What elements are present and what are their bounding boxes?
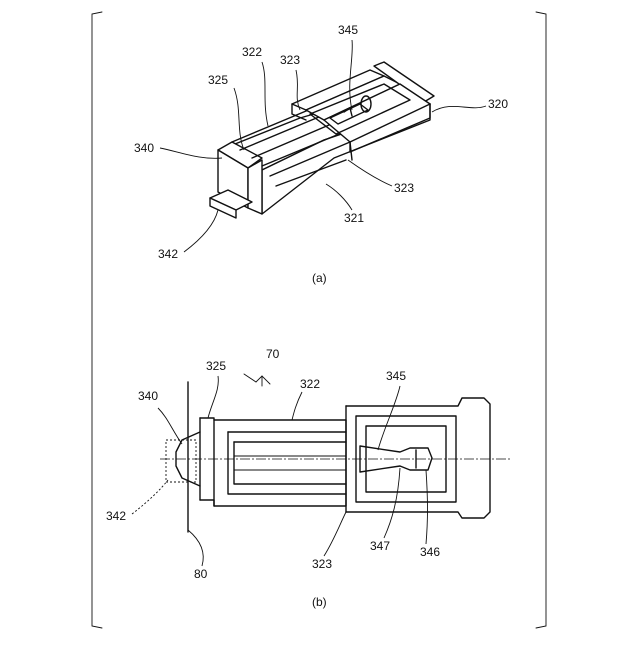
label-323-a-bottom: 323	[394, 181, 414, 195]
label-321-a: 321	[344, 211, 364, 225]
caption-b: (b)	[312, 595, 327, 609]
label-320-a: 320	[488, 97, 508, 111]
label-323-a-top: 323	[280, 53, 300, 67]
label-322-b: 322	[300, 377, 320, 391]
label-325-a: 325	[208, 73, 228, 87]
label-347-b: 347	[370, 539, 390, 553]
label-345-a: 345	[338, 23, 358, 37]
label-323-b: 323	[312, 557, 332, 571]
label-325-b: 325	[206, 359, 226, 373]
caption-a: (a)	[312, 271, 327, 285]
label-342-a: 342	[158, 247, 178, 261]
label-340-a: 340	[134, 141, 154, 155]
label-70-b: 70	[266, 347, 280, 361]
label-346-b: 346	[420, 545, 440, 559]
label-345-b: 345	[386, 369, 406, 383]
label-322-a: 322	[242, 45, 262, 59]
label-342-b: 342	[106, 509, 126, 523]
figure-b-drawing	[160, 374, 510, 532]
label-340-b: 340	[138, 389, 158, 403]
label-80-b: 80	[194, 567, 208, 581]
